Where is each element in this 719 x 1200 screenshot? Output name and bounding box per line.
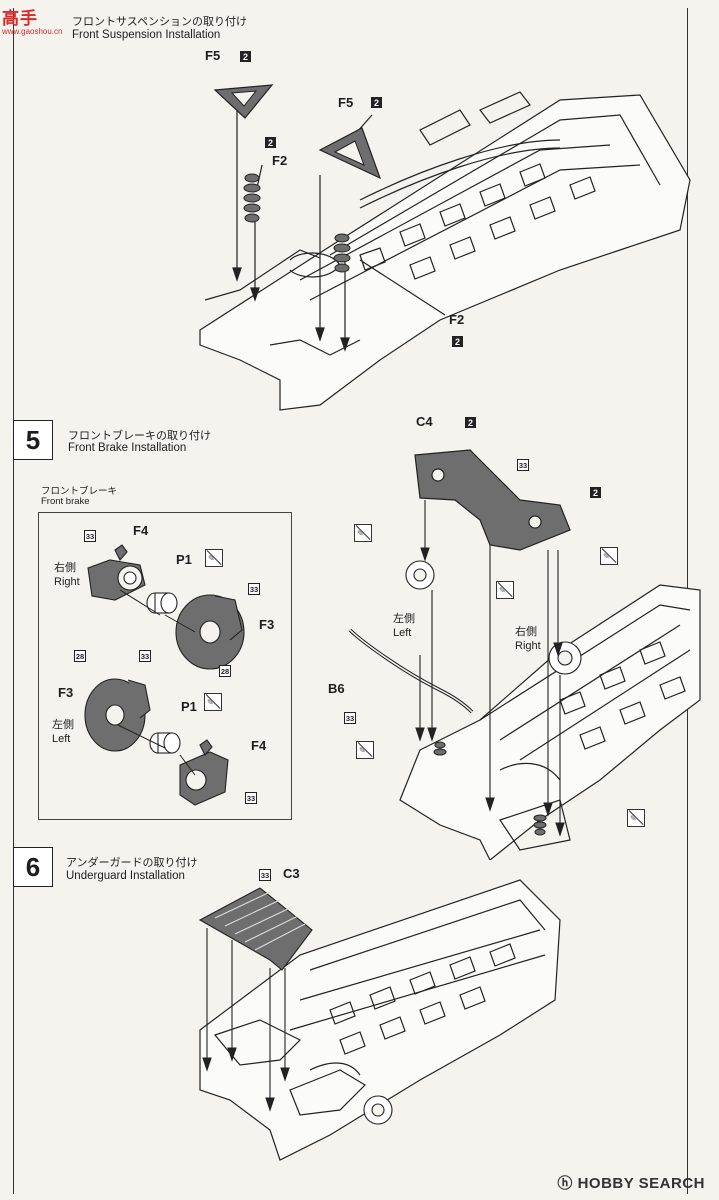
step6-drawing [198, 879, 561, 1161]
no-glue-icon: ✎ [627, 809, 645, 827]
watermark-text: 高手 [2, 9, 38, 29]
badge-33: 33 [259, 869, 271, 881]
label-p1-left: P1 [181, 699, 197, 714]
side-left-label: 左側 Left [52, 718, 74, 746]
side-left-jp: 左側 [393, 612, 415, 625]
step6-number: 6 [13, 847, 53, 887]
step6-title-jp: アンダーガードの取り付け [66, 856, 198, 869]
side-right-label-assembly: 右側 Right [515, 625, 541, 653]
side-right-jp: 右側 [54, 561, 76, 574]
label-f4-left: F4 [251, 738, 267, 753]
badge-28: 28 [219, 665, 231, 677]
step4-title-jp: フロントサスペンションの取り付け [72, 15, 248, 28]
subpanel-title-jp: フロントブレーキ [41, 486, 118, 497]
badge-2: 2 [452, 336, 463, 347]
watermark-url: www.gaoshou.cn [2, 27, 63, 36]
hobbysearch-text: HOBBY SEARCH [577, 1175, 705, 1192]
step4-title-en: Front Suspension Installation [72, 29, 221, 41]
step5-title-en: Front Brake Installation [68, 442, 187, 454]
label-f2-right: F2 [449, 312, 465, 327]
badge-2: 2 [465, 417, 476, 428]
label-f5-right: F5 [338, 95, 354, 110]
label-p1-right: P1 [176, 552, 192, 567]
label-f2-left: F2 [272, 153, 288, 168]
hobbysearch-icon: ⓗ [557, 1175, 578, 1192]
badge-2: 2 [265, 137, 276, 148]
step5-number: 5 [13, 420, 53, 460]
label-c3: C3 [283, 866, 300, 881]
no-glue-icon: ✎ [354, 524, 372, 542]
watermark-logo: 高手 www.gaoshou.cn [2, 4, 63, 36]
side-left-en: Left [52, 733, 71, 745]
step5-drawing [84, 449, 701, 860]
badge-2: 2 [371, 97, 382, 108]
no-glue-icon: ✎ [205, 549, 223, 567]
badge-33: 33 [84, 530, 96, 542]
hobbysearch-logo: ⓗ HOBBY SEARCH [557, 1172, 705, 1193]
subpanel-title-en: Front brake [41, 496, 90, 507]
no-glue-icon: ✎ [496, 581, 514, 599]
label-f5-left: F5 [205, 48, 221, 63]
badge-33: 33 [344, 712, 356, 724]
side-right-jp: 右側 [515, 625, 537, 638]
side-right-en: Right [54, 576, 80, 588]
side-left-en: Left [393, 627, 412, 639]
side-left-label-assembly: 左側 Left [393, 612, 415, 640]
no-glue-icon: ✎ [204, 693, 222, 711]
step6-title-en: Underguard Installation [66, 870, 185, 882]
side-left-jp: 左側 [52, 718, 74, 731]
label-f4-right: F4 [133, 523, 149, 538]
badge-33: 33 [139, 650, 151, 662]
badge-33: 33 [248, 583, 260, 595]
badge-33: 33 [517, 459, 529, 471]
no-glue-icon: ✎ [600, 547, 618, 565]
step5-title-jp: フロントブレーキの取り付け [68, 429, 211, 442]
label-f3-left: F3 [58, 685, 74, 700]
label-c4: C4 [416, 414, 433, 429]
badge-2: 2 [240, 51, 251, 62]
side-right-label: 右側 Right [54, 561, 80, 589]
label-b6: B6 [328, 681, 345, 696]
label-f3-right: F3 [259, 617, 275, 632]
badge-28: 28 [74, 650, 86, 662]
front-brake-subpanel [38, 512, 292, 820]
no-glue-icon: ✎ [356, 741, 374, 759]
badge-33: 33 [245, 792, 257, 804]
side-right-en: Right [515, 640, 541, 652]
badge-2: 2 [590, 487, 601, 498]
step4-drawing [199, 84, 691, 411]
